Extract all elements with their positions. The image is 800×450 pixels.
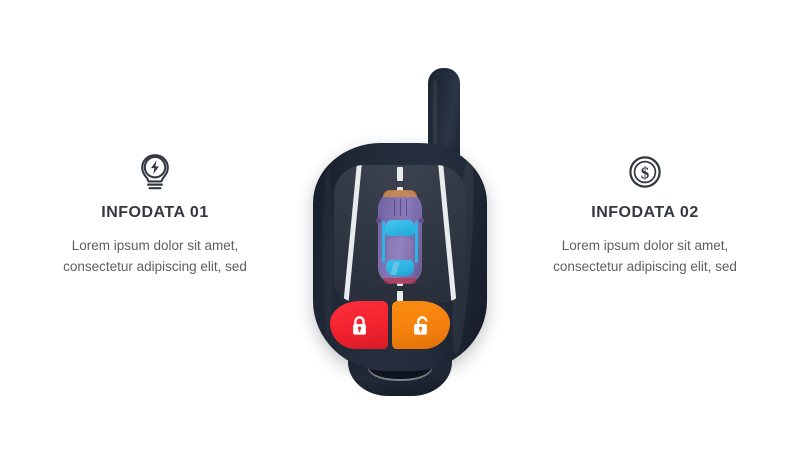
lightbulb-bolt-icon	[40, 152, 270, 192]
svg-text:$: $	[641, 163, 650, 182]
car-hood-crease	[400, 199, 401, 216]
info-title-02: INFODATA 02	[591, 204, 699, 221]
road-edge-line-left	[342, 165, 363, 302]
info-block-02: $ INFODATA 02 Lorem ipsum dolor sit amet…	[530, 152, 760, 277]
lane-dash	[397, 291, 403, 302]
road-edge-line-right	[437, 165, 458, 302]
car-top-view	[376, 190, 424, 284]
padlock-closed-icon	[351, 315, 368, 336]
info-desc-01: Lorem ipsum dolor sit amet, consectetur …	[63, 237, 247, 274]
dollar-coin-icon: $	[530, 152, 760, 192]
keyring-slot	[368, 368, 432, 381]
car-hood-crease	[394, 199, 395, 216]
info-title-01: INFODATA 01	[101, 204, 209, 221]
padlock-open-icon	[412, 315, 431, 336]
car-mirror-left	[376, 218, 381, 223]
lane-dash	[397, 167, 403, 181]
fob-body-highlight-left	[323, 167, 333, 337]
car-rear-window	[386, 260, 414, 276]
car-key-fob	[300, 68, 500, 398]
car-rear-bumper	[383, 278, 417, 284]
info-block-01: INFODATA 01 Lorem ipsum dolor sit amet, …	[40, 152, 270, 277]
info-desc-02: Lorem ipsum dolor sit amet, consectetur …	[553, 237, 737, 274]
road-scene	[334, 165, 466, 302]
car-window-left	[382, 221, 385, 263]
car-mirror-right	[419, 218, 424, 223]
lock-button[interactable]	[330, 301, 388, 349]
car-front-bumper	[383, 190, 417, 197]
keyring-base	[348, 356, 452, 396]
unlock-button[interactable]	[392, 301, 450, 349]
car-hood-crease	[406, 199, 407, 216]
car-window-right	[415, 221, 418, 263]
car-windshield	[385, 220, 415, 236]
fob-body	[313, 143, 487, 371]
fob-screen	[334, 165, 466, 302]
